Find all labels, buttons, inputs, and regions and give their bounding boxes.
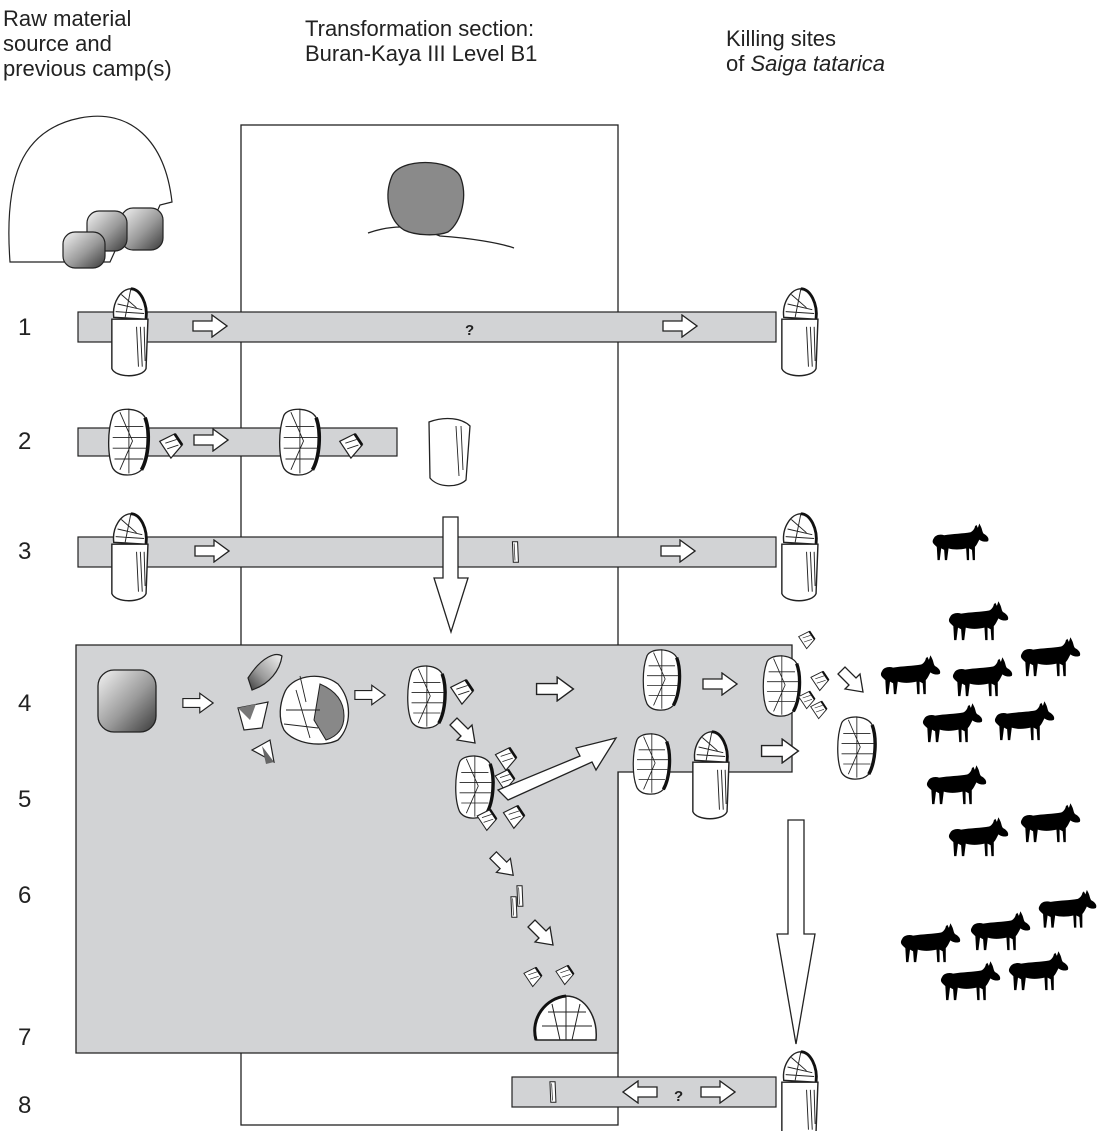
saiga-silhouette-icon [949, 601, 1008, 640]
saiga-silhouette-icon [901, 923, 960, 962]
saiga-silhouette-icon [1009, 951, 1068, 990]
saiga-silhouette-icon [941, 961, 1000, 1000]
saiga-silhouette-icon [995, 701, 1054, 740]
row2-core [109, 409, 149, 475]
flake-icon [811, 671, 829, 690]
arrow-down-icon [777, 820, 815, 1044]
row1-core-stack [112, 289, 148, 376]
flake-icon [799, 631, 815, 648]
unknown-mark: ? [674, 1088, 683, 1105]
row1-core-stack-killing [782, 289, 818, 376]
raw-nodule-icon [98, 670, 156, 732]
unknown-mark: ? [465, 322, 474, 339]
saiga-silhouette-icon [927, 765, 986, 804]
row2-flake-large [429, 419, 470, 486]
saiga-silhouette-icon [933, 523, 989, 560]
row5-core-exported [633, 733, 669, 794]
row2-core-center [280, 409, 320, 475]
saiga-silhouette-icon [953, 657, 1012, 696]
saiga-silhouette-icon [923, 703, 982, 742]
row5-core-killing [838, 716, 875, 779]
saiga-silhouette-icon [1021, 637, 1080, 676]
bladelet-icon [517, 886, 523, 907]
saiga-silhouette-icon [1039, 890, 1097, 928]
row3-core-stack [112, 514, 148, 601]
saiga-herd [881, 523, 1096, 1000]
saiga-silhouette-icon [1021, 803, 1080, 842]
flake-icon [811, 701, 827, 718]
row8-core-stack-killing [782, 1052, 818, 1131]
saiga-silhouette-icon [949, 817, 1008, 856]
row4-core-exported [643, 649, 679, 710]
row3-core-stack-killing [782, 514, 818, 601]
row5-stack-exported [693, 732, 729, 819]
saiga-silhouette-icon [971, 911, 1030, 950]
saiga-silhouette-icon [881, 655, 940, 694]
prepared-core [280, 676, 348, 744]
bladelet-icon [511, 897, 517, 918]
row5-core [456, 755, 493, 818]
arrow-diag-icon [838, 667, 863, 692]
row4-core [408, 665, 445, 728]
row4-core-killing [763, 655, 799, 716]
bladelet-icon [512, 542, 518, 563]
bladelet-icon [550, 1082, 556, 1103]
